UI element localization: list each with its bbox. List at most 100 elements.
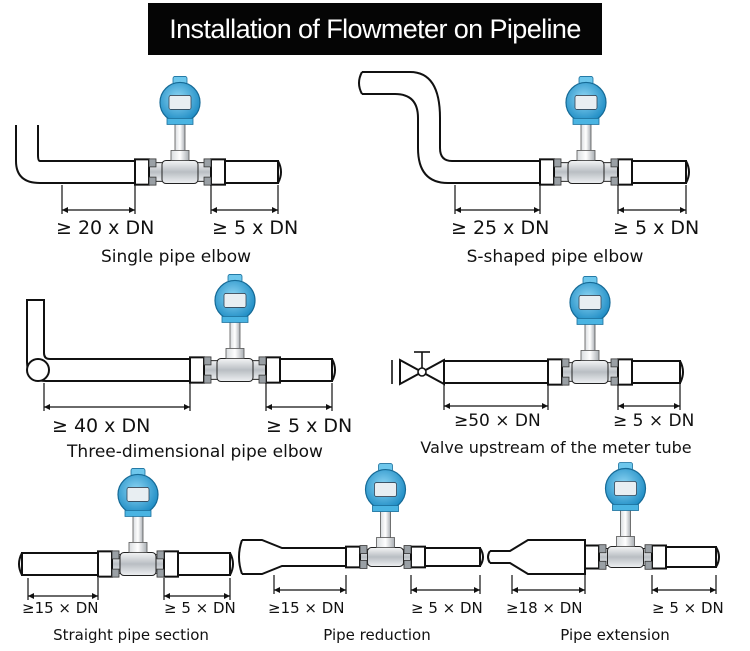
downstream-label-2: ≥ 5 x DN [613, 217, 699, 239]
meter-neck [616, 536, 635, 547]
bolt-nut [610, 176, 619, 186]
dim-arrow [652, 587, 658, 593]
flowmeter-2 [539, 76, 633, 186]
dim-arrow [266, 404, 272, 410]
flange-outlet [210, 158, 226, 186]
meter-sensor-housing [367, 547, 404, 567]
caption-1: Single pipe elbow [101, 247, 251, 267]
elbow-pipe-2 [362, 71, 541, 184]
expander-pipe-7 [490, 539, 586, 575]
dim-downstream-4 [617, 384, 681, 410]
flange-outlet [617, 158, 633, 186]
flowmeter-5 [97, 468, 179, 578]
bolt-nut [156, 568, 165, 578]
outlet-pipe-1 [224, 160, 279, 184]
bolt-nut [598, 544, 607, 554]
flange-outlet [410, 545, 426, 569]
head-base [124, 510, 152, 517]
downstream-label-3: ≥ 5 x DN [266, 415, 352, 437]
bolt-nut [403, 560, 412, 569]
head-base [576, 318, 604, 325]
valve-stem-joint [417, 367, 427, 377]
pipe-end-cap [229, 552, 234, 576]
upstream-label-3: ≥ 40 x DN [52, 415, 150, 437]
dim-downstream-5 [163, 578, 231, 600]
meter-sensor-housing [119, 551, 157, 577]
upstream-label-1: ≥ 20 x DN [56, 217, 154, 239]
flange-inlet [345, 545, 361, 569]
dim-arrow [674, 403, 680, 409]
pipe-end-cap [277, 160, 282, 184]
dim-upstream-1 [61, 185, 136, 214]
dim-arrow [411, 587, 417, 593]
meter-sensor-housing [216, 357, 254, 383]
dim-arrow [62, 207, 68, 213]
dim-arrow [211, 207, 217, 213]
outlet-pipe-6 [424, 547, 481, 567]
valve-body-left [399, 358, 425, 386]
bolt-nut [203, 374, 212, 384]
dim-upstream-2 [454, 185, 541, 214]
pipe-end-cap [479, 547, 484, 567]
bolt-nut [258, 374, 267, 384]
flange-inlet [97, 550, 113, 578]
flowmeter-3 [189, 274, 281, 384]
dim-upstream-4 [443, 384, 549, 410]
page-title: Installation of Flowmeter on Pipeline [169, 14, 581, 44]
pipe-end-cap [238, 539, 243, 575]
bolt-nut [644, 560, 653, 570]
meter-neck [170, 150, 190, 161]
dim-upstream-6 [273, 575, 347, 594]
pipe-end-cap [685, 160, 690, 184]
upstream-label-7: ≥18 × DN [506, 599, 583, 617]
meter-neck [376, 537, 395, 548]
caption-4: Valve upstream of the meter tube [420, 438, 691, 457]
dim-arrow [92, 593, 98, 599]
flange-inlet [584, 544, 600, 570]
meter-sensor-housing [161, 159, 199, 185]
dim-arrow [534, 207, 540, 213]
dim-arrow [28, 593, 34, 599]
elbow-pipe-3 [26, 299, 191, 382]
dim-downstream-7 [651, 575, 717, 594]
bolt-nut [203, 176, 212, 186]
head-base [572, 118, 600, 125]
bolt-nut [111, 550, 120, 560]
dim-downstream-3 [265, 383, 333, 411]
bolt-nut [359, 545, 368, 554]
bolt-nut [156, 550, 165, 560]
flowmeter-6 [345, 463, 426, 569]
downstream-label-4: ≥ 5 × DN [613, 411, 694, 431]
flange-outlet [617, 358, 633, 386]
lcd-display [168, 95, 192, 110]
bolt-nut [148, 176, 157, 186]
lcd-display [578, 295, 602, 310]
head-base [372, 505, 399, 512]
upstream-label-2: ≥ 25 x DN [451, 217, 549, 239]
bolt-nut [203, 158, 212, 168]
flange-inlet [547, 358, 563, 386]
dim-arrow [224, 593, 230, 599]
bolt-nut [561, 358, 570, 368]
meter-neck [580, 350, 600, 361]
outlet-pipe-3 [279, 358, 333, 382]
meter-sensor-housing [567, 159, 605, 185]
upstream-label-5: ≥15 × DN [22, 599, 99, 617]
caption-3: Three-dimensional pipe elbow [66, 442, 323, 462]
upstream-label-6: ≥15 × DN [268, 599, 345, 617]
meter-sensor-housing [607, 546, 644, 568]
flange-inlet [539, 158, 555, 186]
bolt-nut [610, 358, 619, 368]
lcd-display [126, 487, 150, 502]
bolt-nut [561, 376, 570, 386]
flange-outlet [265, 356, 281, 384]
dim-arrow [129, 207, 135, 213]
outlet-pipe-5 [177, 552, 231, 576]
outlet-pipe-4 [631, 360, 681, 384]
dim-downstream-1 [210, 185, 279, 214]
dim-upstream-7 [511, 575, 586, 594]
meter-sensor-housing [571, 359, 609, 385]
flange-outlet [651, 544, 667, 570]
bolt-nut [359, 560, 368, 569]
